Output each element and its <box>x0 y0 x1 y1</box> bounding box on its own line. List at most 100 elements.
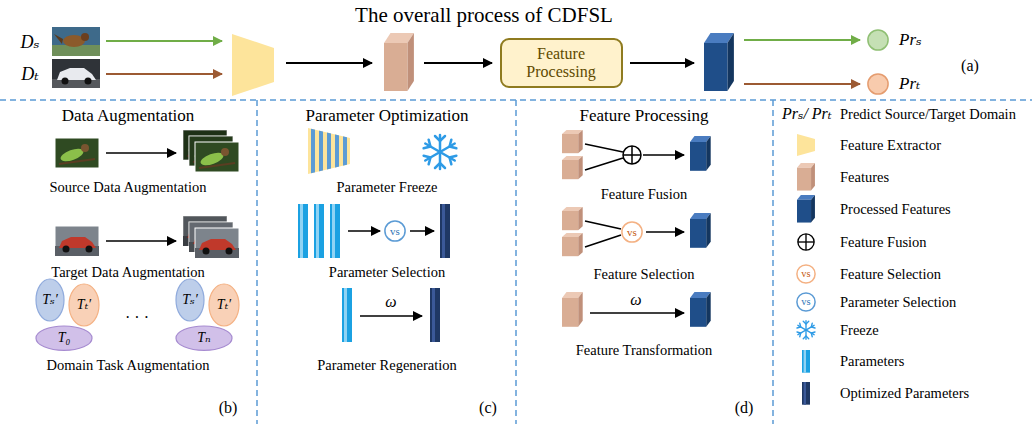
legend-extractor-sample <box>797 134 815 156</box>
prediction-circle-outline <box>867 73 889 95</box>
flow-arrow <box>106 73 222 75</box>
flow-arrow <box>106 40 860 84</box>
legend-holder: Feature Fusion <box>840 234 927 251</box>
task-ellipse: Tₜ′ <box>208 283 240 327</box>
circle-outline <box>868 74 888 94</box>
flow-arrow <box>348 230 380 232</box>
processed-block <box>704 33 734 91</box>
selection-circle: vs <box>621 221 643 243</box>
legend-holder: Features <box>840 169 889 186</box>
legend-label: Parameters <box>840 353 904 370</box>
panel-separator <box>515 100 517 424</box>
label-holder: Data Augmentation <box>62 106 195 126</box>
weight-symbol: ω <box>630 291 641 309</box>
process-box: Feature Processing <box>500 38 623 88</box>
fusion-symbol <box>623 146 641 164</box>
legend-holder: Feature Extractor <box>840 137 941 154</box>
title-holder: The overall process of CDFSL <box>355 3 613 27</box>
prediction-circle: Prₛ <box>867 29 889 51</box>
panel-tag: (c) <box>479 399 497 417</box>
ellipse-outline <box>36 326 92 350</box>
source-photo <box>52 27 100 56</box>
label-holder: ω <box>630 291 641 309</box>
target-photo <box>57 68 96 80</box>
circle-outline <box>868 30 888 50</box>
source-photo <box>81 33 89 41</box>
legend-selection-circle: vs <box>796 292 816 312</box>
label-holder: Feature Fusion <box>601 186 688 203</box>
task-ellipse: Tₛ′ <box>35 278 65 322</box>
panel-title: Data Augmentation <box>62 106 195 126</box>
target-photo <box>52 59 100 88</box>
feature-block <box>384 33 414 91</box>
legend-label: Feature Extractor <box>840 137 941 154</box>
source-photo <box>54 34 63 44</box>
legend-label: Features <box>840 169 889 186</box>
frozen-extractor <box>308 128 350 174</box>
flow-arrow <box>630 62 694 64</box>
flow-arrow <box>106 153 176 241</box>
circle-outline <box>797 265 815 283</box>
node-text: vs <box>801 268 810 280</box>
item-caption: Feature Selection <box>593 266 694 283</box>
circle-outline <box>797 293 815 311</box>
item-caption: Feature Fusion <box>601 186 688 203</box>
legend-holder: Optimized Parameters <box>840 385 969 402</box>
feature-block <box>562 130 583 153</box>
legend-freeze-sample <box>797 321 816 340</box>
node-text: Feature Processing <box>508 45 615 82</box>
legend-selection-circle: vs <box>796 264 816 284</box>
snowflake-icon <box>423 135 457 169</box>
legend-holder: Parameter Selection <box>840 294 956 311</box>
car-photo <box>55 226 99 256</box>
feature-block <box>562 233 583 256</box>
ellipse-outline <box>176 326 232 350</box>
frozen-extractor <box>335 128 339 174</box>
processed-block <box>690 136 711 171</box>
legend-processed-sample <box>797 195 815 223</box>
ellipse-outline <box>209 284 239 326</box>
processed-block <box>690 213 711 248</box>
label-holder: (b) <box>219 399 238 417</box>
bird-photo <box>195 142 239 172</box>
selection-circle: vs <box>384 220 406 242</box>
flow-arrow <box>410 230 434 232</box>
flow-line <box>585 221 621 229</box>
legend-holder: Feature Selection <box>840 266 941 283</box>
label-holder: Parameter Freeze <box>336 179 437 196</box>
node-text: Tₛ′ <box>42 292 58 307</box>
panel-title: Feature Processing <box>580 106 709 126</box>
panel-title: Parameter Optimization <box>306 106 469 126</box>
legend-holder: Predict Source/Target Domain <box>840 106 1016 123</box>
item-caption: Parameter Freeze <box>336 179 437 196</box>
legend-label: Optimized Parameters <box>840 385 969 402</box>
task-ellipse: Tₜ′ <box>68 283 100 327</box>
flow-arrow <box>590 312 684 314</box>
parameter-bar <box>298 204 308 258</box>
flow-arrow <box>744 39 860 41</box>
flow-arrow <box>106 40 222 42</box>
parameter-bar <box>342 288 352 342</box>
label-holder: Prₛ/ Prₜ <box>782 105 832 123</box>
dataset-symbol: Dₛ <box>20 32 39 53</box>
task-ellipse: T₀ <box>35 325 93 351</box>
flow-arrow <box>590 155 684 313</box>
flow-arrow <box>286 62 372 64</box>
panel-tag: (b) <box>219 399 238 417</box>
panel-tag: (a) <box>961 57 979 75</box>
processed-block <box>690 292 711 327</box>
ellipse-outline <box>36 279 64 321</box>
panel-separator <box>256 100 258 424</box>
circle-outline <box>385 221 405 241</box>
item-caption: Feature Transformation <box>576 342 713 359</box>
node-text: vs <box>390 225 400 238</box>
legend-label: Freeze <box>840 322 879 339</box>
flow-arrow <box>744 83 860 85</box>
label-holder: Dₜ <box>21 64 38 85</box>
target-photo <box>52 59 100 88</box>
item-caption: Domain Task Augmentation <box>46 357 209 374</box>
flow-line <box>585 235 621 247</box>
legend-label: Parameter Selection <box>840 294 956 311</box>
label-holder: Target Data Augmentation <box>51 264 204 281</box>
ellipse-outline <box>69 284 99 326</box>
